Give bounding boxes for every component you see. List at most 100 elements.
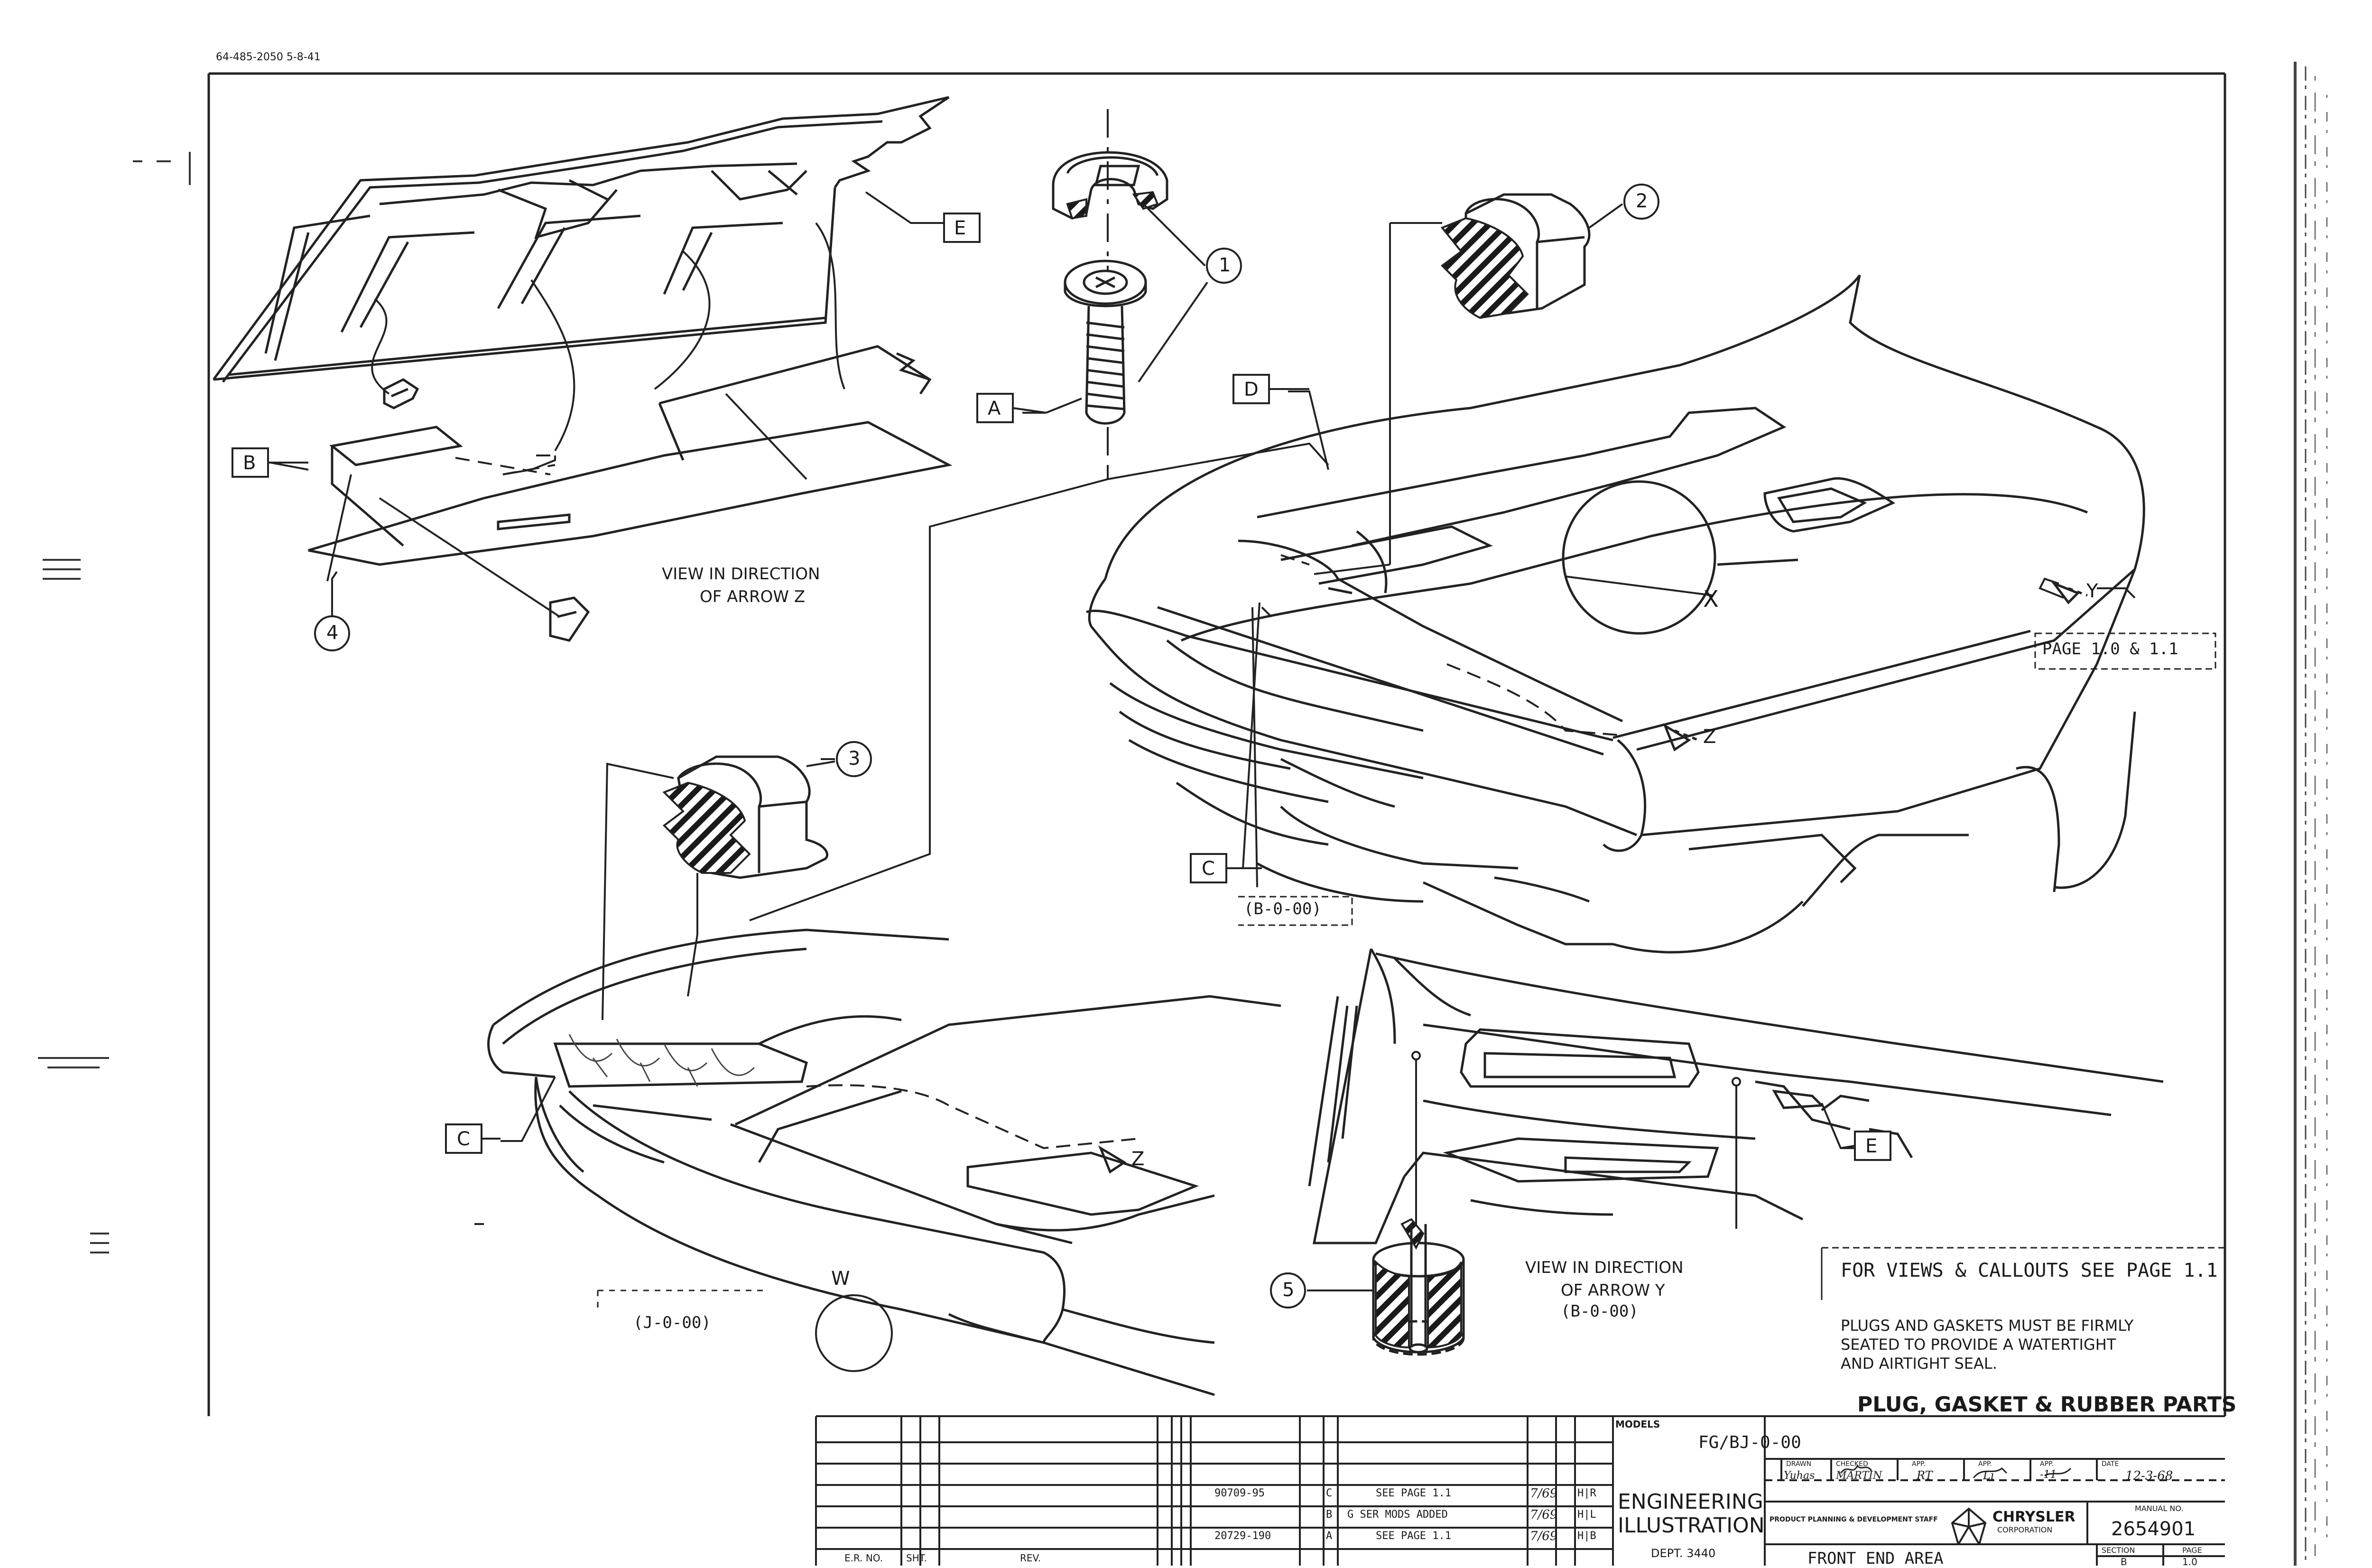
drawn-value: Yuhas	[1784, 1470, 1815, 1482]
hole-marks	[1411, 1051, 1741, 1086]
reference-boxes	[1238, 632, 2225, 1300]
plug-pieces-b	[383, 378, 590, 642]
bumper-3-hatch	[662, 781, 751, 874]
margin-marks	[38, 152, 191, 1253]
car-left-view	[487, 928, 1281, 1396]
arrow-label-z-left: Z	[1131, 1148, 1145, 1170]
app-label-2: APP.	[1978, 1460, 1992, 1468]
gasket-strip	[308, 345, 953, 566]
app-value-3: -11	[2040, 1469, 2057, 1481]
circle-label-x: X	[1703, 586, 1719, 612]
section-value: B	[2121, 1556, 2127, 1568]
section-label: SECTION	[2102, 1546, 2135, 1555]
arrow-label-z-car: Z	[1703, 726, 1716, 748]
plug-5-hatch	[1375, 1218, 1462, 1349]
arrow-y-mark	[2050, 581, 2088, 604]
rev-col-rev: REV.	[1020, 1552, 1041, 1564]
rev-marks-3: H|B	[1577, 1530, 1596, 1542]
bumper-part-2	[1464, 193, 1591, 315]
c-leader-2	[500, 1076, 556, 1142]
page-value: 1.0	[2182, 1556, 2197, 1568]
app-label-3: APP.	[2040, 1460, 2054, 1468]
company-subtitle: CORPORATION	[1997, 1525, 2053, 1534]
chrysler-pentastar	[1951, 1507, 1987, 1545]
rev-initials-3: 7/69	[1530, 1529, 1558, 1543]
rev-mark-1: C	[1326, 1487, 1333, 1499]
bumper-2-leader	[1588, 203, 1623, 229]
seal-note-2: SEATED TO PROVIDE A WATERTIGHT	[1841, 1336, 2116, 1354]
bumper-part-3	[677, 755, 829, 879]
seal-note-1: PLUGS AND GASKETS MUST BE FIRMLY	[1841, 1317, 2134, 1335]
model-label-j: (J-0-00)	[633, 1313, 711, 1332]
callout-a: A	[988, 398, 1001, 419]
seal-note-3: AND AIRTIGHT SEAL.	[1841, 1355, 1997, 1373]
date-value: 12-3-68	[2125, 1469, 2173, 1483]
area-name: FRONT END AREA	[1807, 1549, 1944, 1568]
arrow-label-y: Y	[2086, 580, 2098, 602]
bumper-3-leader	[806, 761, 835, 767]
model-bracket-j	[597, 1290, 769, 1309]
rev-desc-3: SEE PAGE 1.1	[1376, 1530, 1451, 1542]
clip-hatch	[1066, 191, 1159, 220]
staff-name: PRODUCT PLANNING & DEVELOPMENT STAFF	[1770, 1516, 1938, 1523]
arrow-z-mark	[1662, 723, 1699, 752]
main-leaders	[749, 442, 1329, 921]
see-page-note: FOR VIEWS & CALLOUTS SEE PAGE 1.1	[1841, 1260, 2218, 1281]
rev-number-1: 90709-95	[1214, 1487, 1265, 1499]
rev-col-er-no: E.R. NO.	[844, 1552, 883, 1564]
x-leader	[1565, 575, 1713, 596]
checked-label: CHECKED	[1836, 1460, 1868, 1468]
view-z-note-1: VIEW IN DIRECTION	[662, 565, 820, 584]
panel-view-z	[212, 96, 950, 383]
title-block-handwriting	[1840, 1465, 2072, 1478]
panel-leader-lines	[371, 222, 845, 618]
callout-4-leader	[331, 571, 338, 617]
view-y-model: (B-0-00)	[1561, 1302, 1639, 1321]
clip-part	[1052, 151, 1168, 220]
callout-5: 5	[1282, 1279, 1295, 1301]
circle-w	[815, 1294, 893, 1372]
callout-4: 4	[326, 622, 339, 644]
revision-table	[815, 1415, 2225, 1566]
scan-edge	[2294, 62, 2327, 1566]
drawing-code: 64-485-2050 5-8-41	[216, 51, 321, 63]
rev-desc-2: G SER MODS ADDED	[1347, 1509, 1448, 1521]
dept-name-2: ILLUSTRATION	[1618, 1513, 1765, 1538]
page-reference: PAGE 1.0 & 1.1	[2042, 640, 2178, 659]
date-label: DATE	[2102, 1460, 2119, 1468]
rev-col-sht: SHT.	[906, 1552, 927, 1564]
hood-circle-x	[1562, 480, 1716, 635]
rev-initials-1: 7/69	[1530, 1486, 1558, 1501]
callout-c-right: C	[1202, 858, 1215, 880]
app-label-1: APP.	[1912, 1460, 1926, 1468]
view-y-note-2: OF ARROW Y	[1561, 1281, 1665, 1300]
manual-number: 2654901	[2111, 1518, 2196, 1540]
models-value: FG/BJ-0-00	[1698, 1433, 1801, 1452]
callout-3: 3	[848, 748, 861, 770]
dept-name-1: ENGINEERING	[1618, 1490, 1763, 1514]
rev-marks-2: H|L	[1577, 1509, 1596, 1521]
models-label: MODELS	[1615, 1419, 1660, 1430]
callout-box-leaders	[268, 388, 1855, 1149]
plug-5-stem	[1408, 1224, 1428, 1354]
screw-part	[1064, 260, 1147, 425]
app-value-1: RT	[1917, 1469, 1933, 1482]
rev-mark-2: B	[1326, 1509, 1333, 1521]
view-z-note-2: OF ARROW Z	[700, 587, 806, 606]
rev-number-3: 20729-190	[1214, 1530, 1271, 1542]
left-view-grille-sketch	[568, 1034, 755, 1087]
part-3-leaders	[602, 762, 698, 1021]
callout-d: D	[1244, 379, 1259, 400]
circle-label-w: W	[831, 1268, 850, 1290]
dept-number: DEPT. 3440	[1651, 1547, 1716, 1560]
drawn-label: DRAWN	[1786, 1460, 1812, 1468]
rev-mark-3: A	[1326, 1530, 1333, 1542]
arrow-z-mark-2	[1098, 1145, 1127, 1174]
callout-circles	[314, 184, 1659, 1308]
callout-2: 2	[1636, 190, 1648, 212]
rev-marks-1: H|R	[1577, 1487, 1596, 1499]
company-name: CHRYSLER	[1992, 1509, 2076, 1525]
manual-label: MANUAL NO.	[2135, 1504, 2184, 1513]
bumper-2-hatch	[1440, 217, 1529, 319]
